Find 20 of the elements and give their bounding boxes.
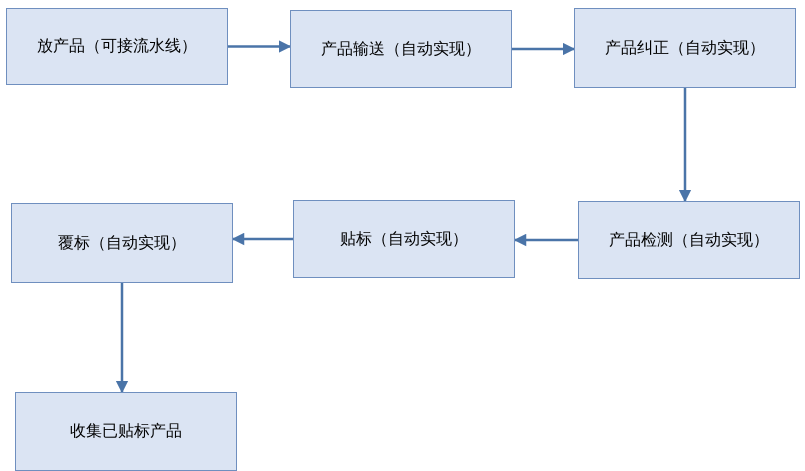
arrow	[116, 283, 128, 394]
step-label: 覆标（自动实现）	[58, 232, 186, 254]
process-box	[6, 8, 228, 85]
process-box	[290, 10, 512, 88]
arrow	[514, 234, 578, 246]
step-label: 贴标（自动实现）	[340, 228, 468, 250]
process-box	[574, 8, 796, 88]
step-label: 产品纠正（自动实现）	[605, 38, 765, 58]
step-label: 收集已贴标产品	[70, 421, 182, 442]
arrow	[678, 88, 692, 202]
process-box	[15, 392, 237, 471]
step-label: 产品检测（自动实现）	[609, 230, 769, 250]
process-box	[578, 201, 800, 279]
step-label: 产品输送（自动实现）	[321, 38, 481, 60]
arrow	[232, 232, 293, 246]
step-label: 放产品（可接流水线）	[37, 36, 197, 57]
process-box	[293, 200, 515, 278]
arrow	[512, 42, 576, 56]
process-box	[11, 203, 233, 283]
arrow	[228, 40, 292, 53]
